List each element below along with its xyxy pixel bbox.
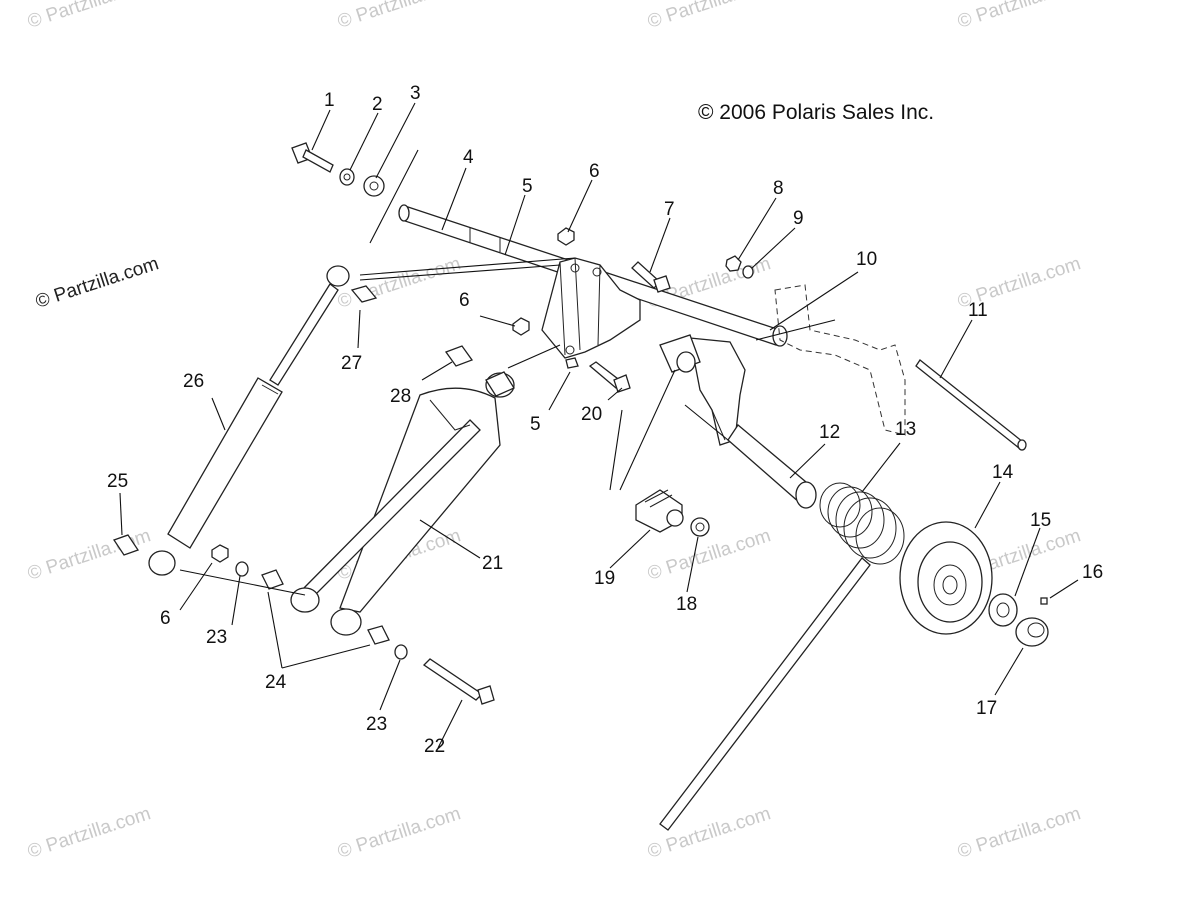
part-28-bushing bbox=[444, 345, 474, 367]
watermark-text: © Partzilla.com bbox=[645, 525, 773, 585]
watermark-text: © Partzilla.com bbox=[25, 0, 153, 33]
callout-6-left: 6 bbox=[160, 608, 171, 629]
callout-24: 24 bbox=[265, 672, 287, 693]
part-24-bushing bbox=[261, 569, 284, 590]
part-11-rod bbox=[915, 359, 1027, 451]
callout-6-middle: 6 bbox=[459, 290, 470, 311]
callout-20: 20 bbox=[581, 404, 602, 425]
copyright-notice: © 2006 Polaris Sales Inc. bbox=[698, 101, 934, 124]
callout-18: 18 bbox=[676, 594, 697, 615]
callout-12: 12 bbox=[819, 422, 840, 443]
callout-7: 7 bbox=[664, 199, 675, 220]
callout-27: 27 bbox=[341, 353, 362, 374]
callout-4: 4 bbox=[463, 147, 474, 168]
part-6-nut bbox=[211, 544, 229, 563]
part-13-spring bbox=[659, 482, 905, 831]
part-27-bushing bbox=[350, 285, 378, 303]
part-9-washer bbox=[742, 265, 754, 279]
part-7-bolt bbox=[631, 261, 671, 293]
watermark-text: © Partzilla.com bbox=[25, 525, 153, 585]
part-6-nut bbox=[557, 227, 575, 246]
callout-17: 17 bbox=[976, 698, 997, 719]
part-3-washer bbox=[363, 175, 385, 197]
watermark-text: © Partzilla.com bbox=[335, 253, 463, 313]
part-23-washer bbox=[235, 561, 249, 577]
watermark-text: © Partzilla.com bbox=[645, 0, 773, 33]
callout-26: 26 bbox=[183, 371, 204, 392]
part-16-pin bbox=[1040, 597, 1048, 605]
callout-11: 11 bbox=[968, 300, 988, 321]
part-26-shock bbox=[148, 265, 350, 576]
part-20-bolt bbox=[588, 361, 631, 393]
callout-13: 13 bbox=[895, 419, 916, 440]
leader-lines bbox=[119, 102, 1079, 749]
part-22-bolt bbox=[422, 658, 495, 705]
callout-14: 14 bbox=[992, 462, 1014, 483]
hidden-bracket-outline bbox=[774, 284, 906, 436]
callout-21: 21 bbox=[482, 553, 503, 574]
watermarks: © Partzilla.com © Partzilla.com © Partzi… bbox=[25, 0, 1083, 863]
callout-19: 19 bbox=[594, 568, 615, 589]
part-5-nut bbox=[565, 357, 579, 369]
callout-9: 9 bbox=[793, 208, 804, 229]
part-2-washer bbox=[339, 168, 355, 186]
part-19-block bbox=[635, 489, 684, 533]
callout-labels: 1 2 3 4 5 6 7 8 9 10 11 12 13 14 15 16 1… bbox=[107, 83, 1103, 757]
callout-5: 5 bbox=[522, 176, 533, 197]
part-14-pulley bbox=[899, 521, 993, 635]
callout-5-lower: 5 bbox=[530, 414, 541, 435]
callout-8: 8 bbox=[773, 178, 784, 199]
callout-6: 6 bbox=[589, 161, 600, 182]
part-6-nut bbox=[512, 317, 530, 336]
part-25-bushing bbox=[112, 534, 140, 556]
part-15-washer bbox=[988, 593, 1018, 627]
callout-23: 23 bbox=[206, 627, 227, 648]
part-bracket bbox=[541, 257, 641, 359]
watermark-text: © Partzilla.com bbox=[955, 803, 1083, 863]
callout-2: 2 bbox=[372, 94, 383, 115]
part-1-bolt bbox=[291, 142, 334, 173]
watermark-text: © Partzilla.com bbox=[955, 0, 1083, 33]
callout-15: 15 bbox=[1030, 510, 1051, 531]
watermark-text: © Partzilla.com bbox=[645, 803, 773, 863]
watermark-text: © Partzilla.com bbox=[33, 253, 161, 313]
callout-25: 25 bbox=[107, 471, 128, 492]
callout-16: 16 bbox=[1082, 562, 1103, 583]
arm-end-left bbox=[290, 587, 320, 613]
callout-22: 22 bbox=[424, 736, 445, 757]
part-17-collar bbox=[1015, 617, 1049, 647]
callout-23-lower: 23 bbox=[366, 714, 387, 735]
part-21-arm bbox=[299, 371, 515, 613]
callout-28: 28 bbox=[390, 386, 411, 407]
part-18-washer bbox=[690, 517, 710, 537]
callout-3: 3 bbox=[410, 83, 421, 104]
callout-10: 10 bbox=[856, 249, 877, 270]
watermark-text: © Partzilla.com bbox=[335, 0, 463, 33]
part-8-nut bbox=[725, 255, 742, 272]
part-24-bushing bbox=[367, 625, 390, 645]
callout-1: 1 bbox=[324, 90, 335, 111]
part-tube bbox=[659, 334, 701, 373]
watermark-text: © Partzilla.com bbox=[25, 803, 153, 863]
part-12-sleeve bbox=[727, 424, 817, 509]
watermark-text: © Partzilla.com bbox=[335, 803, 463, 863]
part-23-washer bbox=[394, 644, 408, 660]
arm-end-right bbox=[330, 608, 362, 636]
